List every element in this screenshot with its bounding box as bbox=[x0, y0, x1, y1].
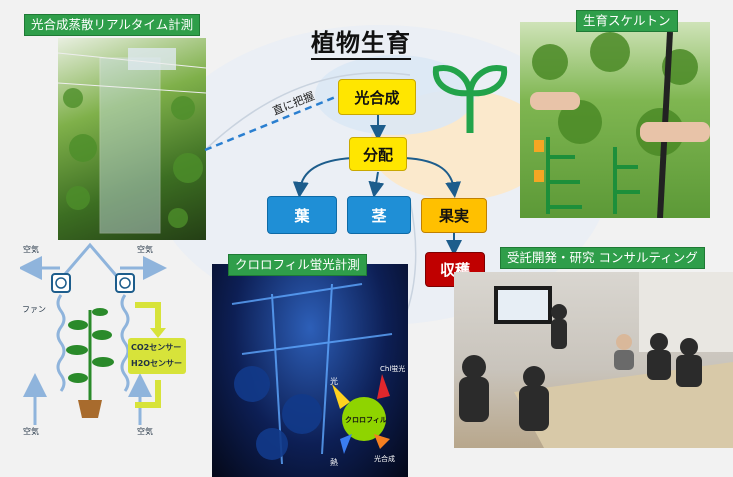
page-title: 植物生育 bbox=[311, 28, 411, 60]
sprout-icon bbox=[432, 65, 508, 133]
stem-box: 茎 bbox=[347, 196, 411, 234]
greenhouse-chamber-photo bbox=[58, 38, 206, 240]
fruit-box: 果実 bbox=[421, 198, 487, 233]
consulting-meeting-photo bbox=[454, 272, 733, 448]
air-label-top-right: 空気 bbox=[137, 245, 153, 254]
h2o-sensor-label: H2Oセンサー bbox=[131, 359, 183, 368]
co2-sensor-label: CO2センサー bbox=[131, 343, 182, 352]
air-label-top-left: 空気 bbox=[23, 245, 39, 254]
chlorophyll-fluorescence-photo: クロロフィル 光 Chl蛍光 光合成 熱 bbox=[212, 264, 408, 477]
distribution-box: 分配 bbox=[349, 137, 407, 171]
chamber-schematic: 空気 空気 ファン CO2センサー H2Oセンサー 空気 空気 bbox=[18, 240, 205, 440]
chlorophyll-fluorescence-label: Chl蛍光 bbox=[380, 365, 406, 373]
consulting-label: 受託開発・研究 コンサルティング bbox=[500, 247, 705, 269]
chlorophyll-center-label: クロロフィル bbox=[345, 416, 387, 424]
fan-label: ファン bbox=[22, 305, 46, 314]
chlorophyll-heat-label: 熱 bbox=[330, 458, 338, 467]
air-label-bottom-left: 空気 bbox=[23, 427, 39, 436]
photosynthesis-measurement-label: 光合成蒸散リアルタイム計測 bbox=[24, 14, 201, 36]
air-label-bottom-right: 空気 bbox=[137, 427, 153, 436]
chlorophyll-measurement-label: クロロフィル蛍光計測 bbox=[228, 254, 367, 276]
leaf-box: 葉 bbox=[267, 196, 337, 234]
chlorophyll-light-label: 光 bbox=[330, 377, 338, 386]
growth-skeleton-photo bbox=[520, 22, 710, 218]
photosynthesis-box: 光合成 bbox=[338, 79, 416, 115]
growth-skeleton-label: 生育スケルトン bbox=[576, 10, 678, 32]
chlorophyll-photosynthesis-label: 光合成 bbox=[374, 455, 395, 463]
